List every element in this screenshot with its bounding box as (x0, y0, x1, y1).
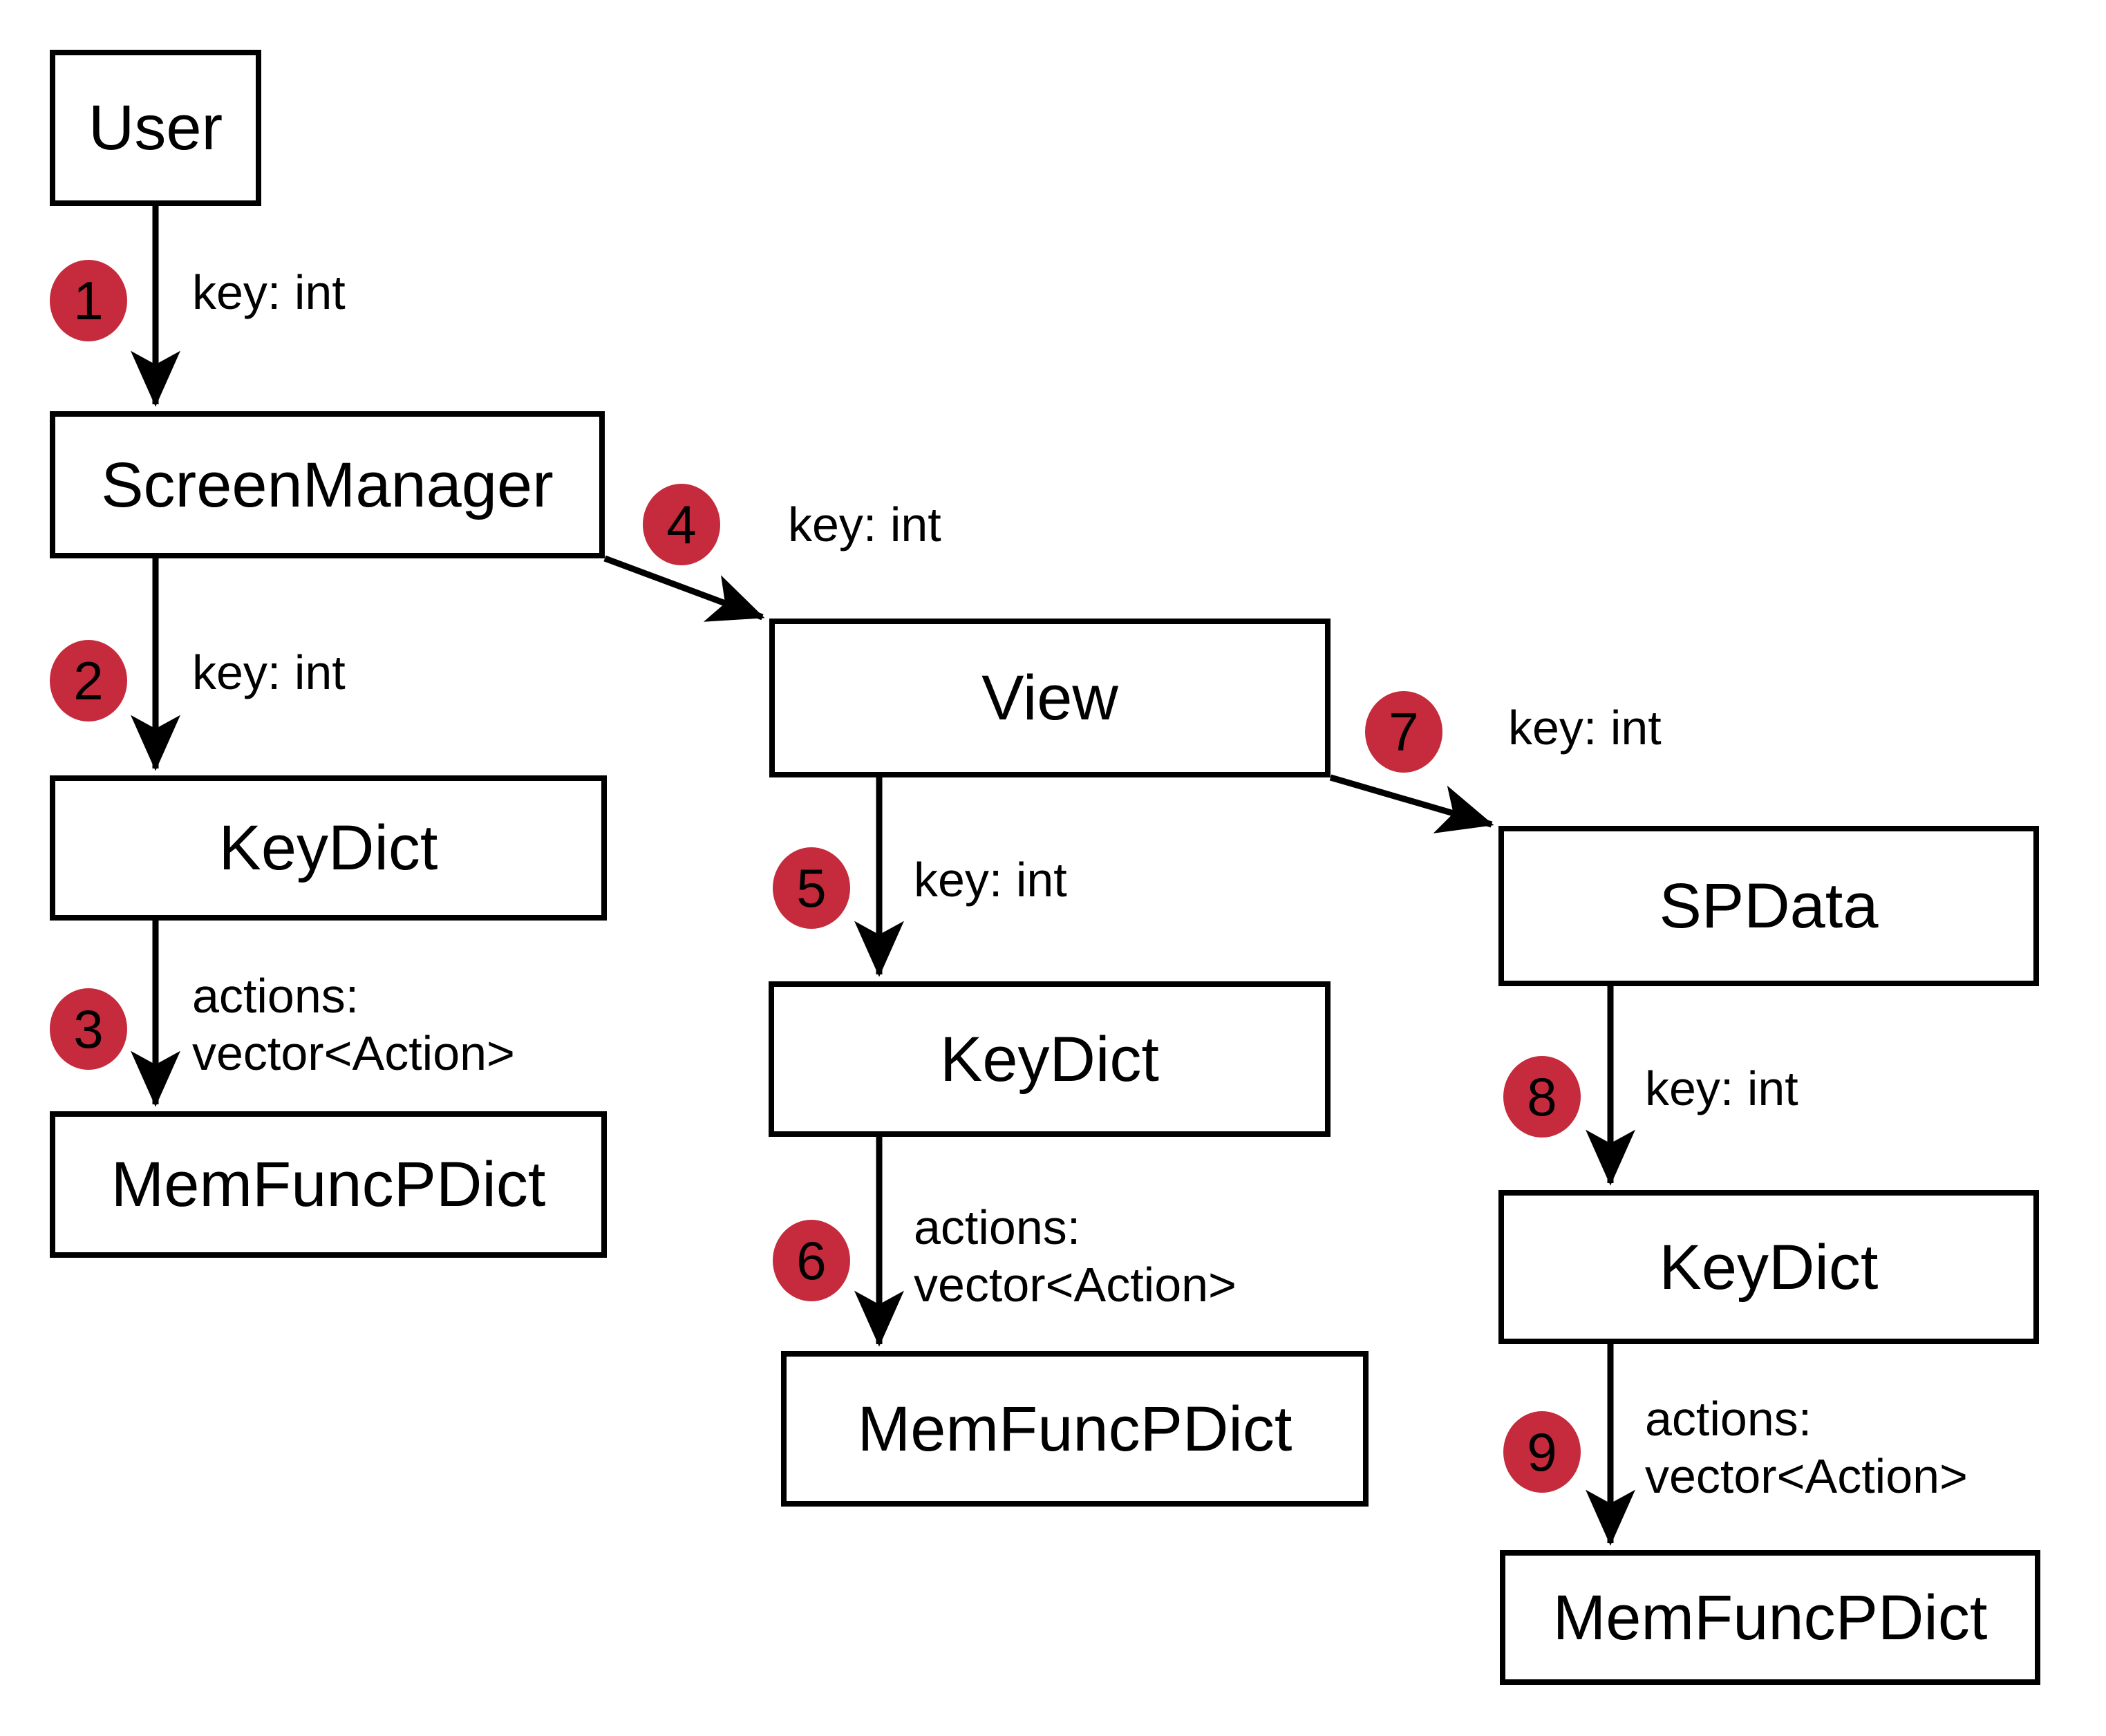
step-badge-3[interactable]: 3 (50, 988, 127, 1070)
node-keydict-right[interactable]: KeyDict (1498, 1190, 2039, 1344)
node-view[interactable]: View (769, 619, 1331, 777)
edge-label-7: key: int (1508, 701, 1662, 755)
step-badge-number: 9 (1527, 1422, 1557, 1482)
edge-label-4: key: int (788, 498, 941, 551)
step-badge-7[interactable]: 7 (1365, 691, 1442, 773)
step-badge-number: 8 (1527, 1066, 1557, 1127)
node-label: View (981, 663, 1118, 733)
step-badge-8[interactable]: 8 (1503, 1056, 1581, 1138)
node-label: KeyDict (940, 1023, 1159, 1095)
edge-label-9: actions: vector<Action> (1645, 1392, 1968, 1503)
edge-4-path (603, 555, 765, 622)
node-label: MemFuncPDict (857, 1393, 1292, 1464)
step-badge-1[interactable]: 1 (50, 260, 127, 341)
edge-label-2: key: int (192, 645, 346, 699)
step-badge-number: 5 (796, 858, 827, 918)
step-badge-9[interactable]: 9 (1503, 1411, 1581, 1493)
edge-7-path (1329, 774, 1494, 833)
node-label: MemFuncPDict (111, 1149, 546, 1220)
node-memfuncpdict-left[interactable]: MemFuncPDict (50, 1111, 607, 1258)
node-user[interactable]: User (50, 50, 261, 206)
step-badge-number: 4 (666, 494, 697, 555)
step-badge-number: 7 (1389, 701, 1419, 762)
node-memfuncpdict-middle[interactable]: MemFuncPDict (781, 1351, 1369, 1507)
edge-label-8: key: int (1645, 1062, 1798, 1115)
node-keydict-left[interactable]: KeyDict (50, 775, 607, 921)
node-label: KeyDict (1659, 1232, 1879, 1303)
edge-label-3: actions: vector<Action> (192, 969, 515, 1080)
node-label: MemFuncPDict (1552, 1582, 1988, 1653)
node-memfuncpdict-right[interactable]: MemFuncPDict (1500, 1550, 2040, 1685)
node-label: SPData (1659, 871, 1879, 941)
step-badge-number: 3 (73, 999, 104, 1059)
node-label: ScreenManager (101, 449, 554, 520)
node-spdata[interactable]: SPData (1498, 826, 2039, 986)
edge-label-6: actions: vector<Action> (914, 1200, 1237, 1312)
step-badge-6[interactable]: 6 (773, 1220, 850, 1301)
node-label: User (88, 93, 223, 163)
edge-label-5: key: int (914, 853, 1067, 907)
node-screenmanager[interactable]: ScreenManager (50, 411, 605, 558)
step-badge-number: 1 (73, 270, 104, 331)
node-label: KeyDict (218, 813, 438, 883)
step-badge-number: 6 (796, 1230, 827, 1291)
step-badge-number: 2 (73, 650, 104, 711)
node-keydict-middle[interactable]: KeyDict (769, 981, 1331, 1137)
step-badge-5[interactable]: 5 (773, 847, 850, 929)
step-badge-2[interactable]: 2 (50, 640, 127, 721)
edge-label-1: key: int (192, 265, 346, 319)
step-badge-4[interactable]: 4 (643, 484, 720, 565)
